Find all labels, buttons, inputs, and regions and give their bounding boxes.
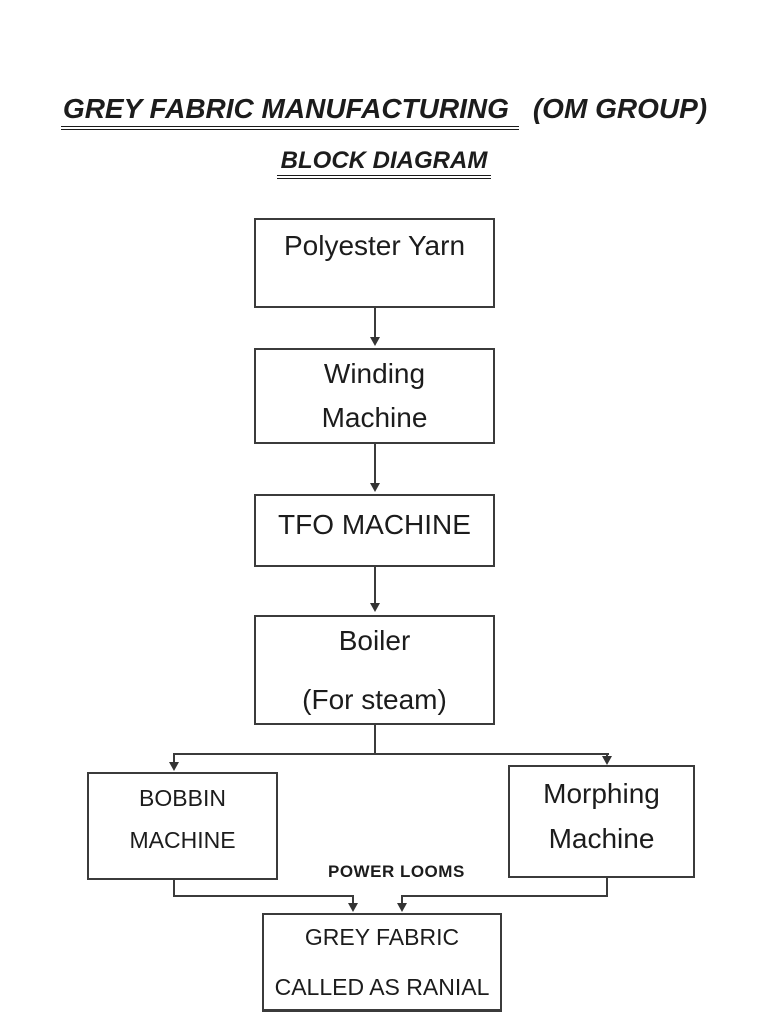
node-boiler: Boiler (For steam): [254, 615, 495, 725]
node-morphing-machine: Morphing Machine: [508, 765, 695, 878]
arrow-down-icon: [370, 337, 380, 346]
connector-line: [173, 895, 354, 897]
page-subtitle-text: BLOCK DIAGRAM: [276, 147, 492, 179]
connector-line: [374, 308, 376, 338]
node-winding-machine: Winding Machine: [254, 348, 495, 444]
page-title-main: GREY FABRIC MANUFACTURING: [60, 93, 519, 130]
node-tfo-machine: TFO MACHINE: [254, 494, 495, 567]
connector-line: [173, 880, 175, 897]
node-grey-fabric: GREY FABRIC CALLED AS RANIAL: [262, 913, 502, 1012]
connector-line: [606, 753, 608, 758]
connector-line: [374, 567, 376, 603]
arrow-down-icon: [397, 903, 407, 912]
node-bobbin-machine: BOBBIN MACHINE: [87, 772, 278, 880]
node-label: CALLED AS RANIAL: [274, 974, 490, 1000]
node-label: MACHINE: [129, 827, 236, 853]
node-label: Boiler: [338, 624, 411, 656]
node-label: Machine: [548, 823, 655, 854]
page-title: GREY FABRIC MANUFACTURING (OM GROUP): [0, 93, 768, 130]
connector-line: [374, 725, 376, 755]
page-subtitle: BLOCK DIAGRAM: [0, 147, 768, 179]
node-label: Morphing: [543, 778, 660, 809]
arrow-down-icon: [602, 756, 612, 765]
node-label: GREY FABRIC: [304, 924, 460, 950]
node-label: Machine: [321, 402, 428, 433]
node-label: BOBBIN: [139, 785, 226, 811]
connector-line: [606, 878, 608, 897]
arrow-down-icon: [370, 603, 380, 612]
arrow-down-icon: [370, 483, 380, 492]
node-label: (For steam): [302, 683, 447, 715]
node-label: Polyester Yarn: [283, 230, 466, 261]
page-title-suffix: (OM GROUP): [532, 93, 708, 124]
connector-line: [173, 753, 609, 755]
node-polyester-yarn: Polyester Yarn: [254, 218, 495, 308]
connector-line: [173, 753, 175, 763]
arrow-down-icon: [169, 762, 179, 771]
node-label: TFO MACHINE: [278, 508, 471, 540]
arrow-down-icon: [348, 903, 358, 912]
connector-line: [401, 895, 608, 897]
connector-line: [401, 895, 403, 904]
connector-line: [374, 444, 376, 484]
power-looms-label: POWER LOOMS: [328, 862, 465, 881]
connector-line: [352, 895, 354, 904]
node-label: Winding: [323, 358, 426, 389]
